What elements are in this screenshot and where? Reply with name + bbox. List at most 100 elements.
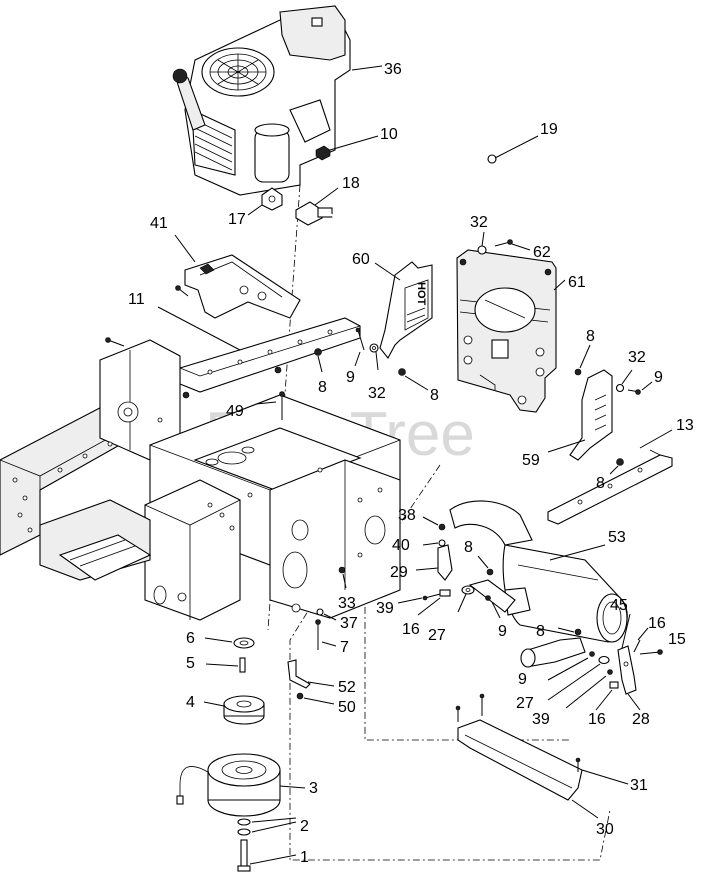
skid-plate-30[interactable]: [457, 719, 583, 801]
svg-text:45: 45: [610, 597, 628, 614]
bolt-1[interactable]: [237, 839, 251, 872]
screw-31-mid[interactable]: [479, 693, 485, 716]
svg-text:31: 31: [630, 777, 648, 794]
screw-frame-mid[interactable]: [175, 285, 189, 297]
muffler-53[interactable]: [449, 500, 628, 643]
svg-text:11: 11: [128, 291, 145, 308]
key-5[interactable]: [239, 657, 246, 673]
washers-2[interactable]: [237, 818, 251, 836]
gasket-27-left[interactable]: [461, 585, 475, 595]
callout-3: 3: [279, 780, 318, 797]
pulley-4[interactable]: [223, 695, 265, 725]
callout-49: 49: [226, 401, 277, 420]
callout-60: 60: [352, 251, 401, 281]
svg-text:39: 39: [376, 600, 394, 617]
bolt-38[interactable]: [438, 523, 446, 531]
nut-8-mid[interactable]: [314, 348, 322, 356]
rear-panel-61[interactable]: [456, 249, 557, 413]
bracket-28[interactable]: [617, 645, 637, 695]
callout-27-left: 27: [428, 593, 467, 644]
nut-8-panel[interactable]: [574, 368, 582, 376]
callout-61: 61: [553, 274, 586, 291]
bolt-49[interactable]: [279, 391, 285, 421]
clamp-16-left[interactable]: [439, 589, 451, 597]
nut-bracket-left[interactable]: [182, 391, 190, 399]
callout-19: 19: [494, 121, 558, 159]
washer-32-mid[interactable]: [369, 343, 379, 353]
callout-13: 13: [639, 417, 694, 449]
callout-53: 53: [549, 529, 626, 561]
callout-37: 37: [323, 613, 358, 632]
washer-32-top[interactable]: [477, 245, 487, 255]
nut-50[interactable]: [296, 692, 304, 700]
callout-8-right: 8: [404, 375, 439, 404]
screw-15[interactable]: [639, 649, 663, 655]
callout-11: 11: [128, 291, 241, 351]
screw-31-left[interactable]: [455, 705, 461, 722]
callout-18: 18: [314, 175, 360, 206]
clutch-3[interactable]: [176, 753, 281, 817]
shield-bracket-59[interactable]: [569, 369, 613, 461]
gasket-27-right[interactable]: [598, 655, 610, 665]
callout-32-mid: 32: [368, 351, 386, 402]
nut-10[interactable]: [315, 145, 331, 161]
svg-text:32: 32: [368, 385, 386, 402]
svg-text:16: 16: [648, 615, 666, 632]
bolt-9-tail[interactable]: [589, 651, 595, 657]
screw-62[interactable]: [494, 239, 513, 247]
exhaust-pipe-29[interactable]: [437, 544, 516, 613]
callout-30: 30: [571, 799, 614, 838]
callout-45: 45: [610, 597, 631, 649]
engine-bracket-11[interactable]: [179, 317, 361, 393]
nut-8-right[interactable]: [398, 368, 406, 376]
callout-9-pipe: 9: [491, 601, 507, 640]
bolt-9-pipe[interactable]: [485, 595, 491, 601]
screw-39-left[interactable]: [422, 593, 441, 601]
nut-33[interactable]: [338, 566, 346, 574]
callout-52: 52: [307, 679, 356, 696]
svg-text:60: 60: [352, 251, 370, 268]
screw-left-top[interactable]: [105, 337, 125, 347]
svg-text:9: 9: [518, 671, 527, 688]
svg-text:32: 32: [628, 349, 646, 366]
nut-8-tail[interactable]: [574, 628, 582, 636]
bolt-7[interactable]: [315, 619, 321, 651]
screw-39-right[interactable]: [607, 669, 613, 675]
tail-pipe[interactable]: [520, 637, 586, 668]
nut-center[interactable]: [274, 366, 282, 374]
svg-text:9: 9: [654, 369, 663, 386]
svg-text:50: 50: [338, 699, 356, 716]
nut-8-pipe[interactable]: [486, 568, 494, 576]
fitting-17[interactable]: [261, 187, 283, 211]
screw-31-right[interactable]: [575, 757, 581, 772]
svg-text:29: 29: [390, 564, 408, 581]
bolt-9-right[interactable]: [627, 389, 641, 395]
clamp-16-right[interactable]: [609, 681, 619, 689]
svg-text:39: 39: [532, 711, 550, 728]
callout-7: 7: [321, 639, 349, 656]
callout-16-right-top: 16: [637, 615, 666, 641]
bracket-52[interactable]: [287, 659, 311, 689]
hot-shield-60[interactable]: HOT: [379, 261, 433, 359]
callout-6: 6: [186, 630, 233, 647]
bolt-9-upper[interactable]: [355, 327, 365, 351]
washer-37[interactable]: [316, 608, 324, 616]
heat-shield-41[interactable]: [184, 254, 301, 319]
nut-8-bracket[interactable]: [616, 458, 624, 466]
callout-32-right: 32: [621, 349, 646, 385]
pin-16-right[interactable]: [633, 639, 641, 653]
washer-40[interactable]: [438, 539, 446, 547]
fitting-18[interactable]: [295, 201, 333, 226]
fuel-hose-19[interactable]: [327, 154, 497, 231]
svg-text:53: 53: [608, 529, 626, 546]
svg-text:8: 8: [430, 387, 439, 404]
washer-32-right[interactable]: [615, 383, 625, 393]
bracket-13[interactable]: [547, 449, 673, 525]
callout-32-top: 32: [470, 214, 488, 247]
bearing-6[interactable]: [233, 637, 255, 649]
svg-text:62: 62: [533, 244, 551, 261]
main-frame[interactable]: [0, 339, 401, 621]
callout-16-right-low: 16: [588, 689, 613, 728]
engine[interactable]: [172, 5, 351, 196]
